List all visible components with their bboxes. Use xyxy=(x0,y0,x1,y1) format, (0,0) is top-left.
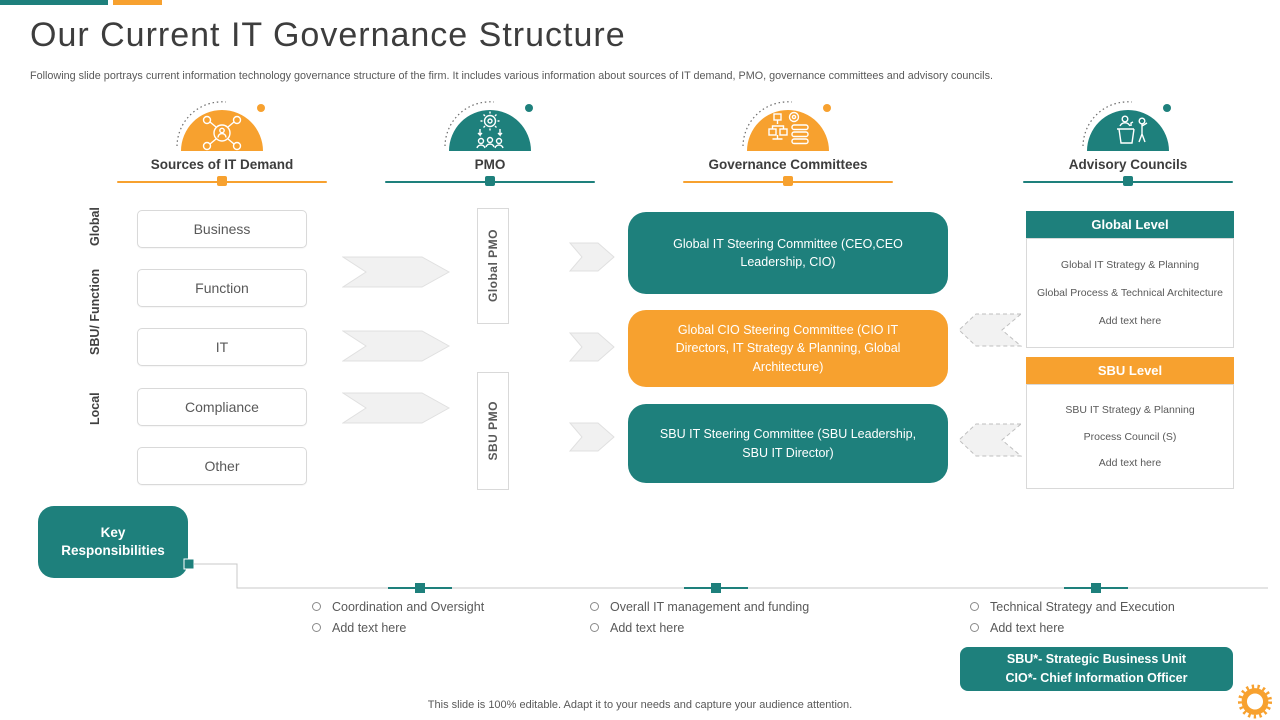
accent-bar-orange xyxy=(113,0,162,5)
key-responsibilities-box[interactable]: Key Responsibilities xyxy=(38,506,188,578)
advisory-body-global: Global IT Strategy & Planning Global Pro… xyxy=(1026,238,1234,348)
row-label-local: Local xyxy=(88,392,102,426)
pmo-box-global[interactable]: Global PMO xyxy=(477,208,509,324)
bullet-icon xyxy=(590,602,599,611)
left-arrow-dashed xyxy=(958,313,1022,347)
list-item-placeholder[interactable]: Add text here xyxy=(990,620,1065,635)
advisory-body-sbu: SBU IT Strategy & Planning Process Counc… xyxy=(1026,384,1234,489)
responsibility-list-1: Coordination and Oversight Add text here xyxy=(312,598,484,636)
list-item: Coordination and Oversight xyxy=(312,598,484,615)
header-underline-marker xyxy=(783,176,793,186)
responsibility-list-3: Technical Strategy and Execution Add tex… xyxy=(970,598,1175,636)
gear-icon xyxy=(1237,684,1273,719)
header-underline-marker xyxy=(1123,176,1133,186)
advisory-item: SBU IT Strategy & Planning xyxy=(1065,403,1195,416)
demand-box-label: Compliance xyxy=(185,399,259,415)
column-header-sources: Sources of IT Demand xyxy=(150,157,294,172)
advisory-item-placeholder[interactable]: Add text here xyxy=(1098,457,1162,470)
gear-people-icon xyxy=(444,101,533,151)
column-header-governance: Governance Committees xyxy=(708,157,868,172)
list-item-text: Coordination and Oversight xyxy=(332,599,485,614)
list-item: Add text here xyxy=(312,619,484,636)
key-responsibilities-label: Key Responsibilities xyxy=(61,524,165,558)
bullet-icon xyxy=(312,602,321,611)
demand-box-label: Other xyxy=(204,458,240,474)
advisory-item: Process Council (S) xyxy=(1083,430,1177,443)
pmo-box-sbu[interactable]: SBU PMO xyxy=(477,372,509,490)
footnote-line: CIO*- Chief Information Officer xyxy=(1005,671,1188,685)
slide-subtitle: Following slide portrays current informa… xyxy=(30,70,993,82)
advisory-header-sbu: SBU Level xyxy=(1026,357,1234,384)
left-arrow-dashed xyxy=(958,423,1022,457)
network-icon xyxy=(176,101,265,151)
committee-text: SBU IT Steering Committee (SBU Leadershi… xyxy=(659,427,917,460)
header-underline-marker xyxy=(217,176,227,186)
right-arrow xyxy=(569,332,615,362)
committee-box-global-it[interactable]: Global IT Steering Committee (CEO,CEO Le… xyxy=(628,212,948,294)
demand-box-label: Function xyxy=(195,280,249,296)
column-header-pmo: PMO xyxy=(474,157,506,172)
pmo-box-label: Global PMO xyxy=(486,229,500,303)
right-arrow xyxy=(342,392,450,424)
committee-text: Global IT Steering Committee (CEO,CEO Le… xyxy=(673,236,903,269)
committee-box-sbu-it[interactable]: SBU IT Steering Committee (SBU Leadershi… xyxy=(628,404,948,483)
list-item-placeholder[interactable]: Add text here xyxy=(610,620,685,635)
row-label-sbu-function: SBU/ Function xyxy=(88,268,102,356)
demand-box-label: IT xyxy=(215,339,229,355)
footnote-line: SBU*- Strategic Business Unit xyxy=(1006,651,1187,666)
list-item: Add text here xyxy=(590,619,809,636)
list-item: Technical Strategy and Execution xyxy=(970,598,1175,615)
demand-box-function[interactable]: Function xyxy=(137,269,307,307)
accent-bar-teal xyxy=(0,0,108,5)
page-title: Our Current IT Governance Structure xyxy=(30,16,626,54)
list-item: Overall IT management and funding xyxy=(590,598,809,615)
demand-box-compliance[interactable]: Compliance xyxy=(137,388,307,426)
advisory-item-placeholder[interactable]: Add text here xyxy=(1098,315,1162,327)
podium-speaker-icon xyxy=(1082,101,1171,151)
committee-box-global-cio[interactable]: Global CIO Steering Committee (CIO IT Di… xyxy=(628,310,948,387)
slide-footer: This slide is 100% editable. Adapt it to… xyxy=(427,699,853,711)
flowchart-database-icon xyxy=(742,101,831,151)
list-item-text: Overall IT management and funding xyxy=(610,599,810,614)
column-header-advisory: Advisory Councils xyxy=(1068,157,1188,172)
pmo-box-label: SBU PMO xyxy=(486,401,500,461)
list-item-text: Technical Strategy and Execution xyxy=(990,599,1175,614)
advisory-item: Global Process & Technical Architecture xyxy=(1037,287,1223,299)
list-item-placeholder[interactable]: Add text here xyxy=(332,620,407,635)
right-arrow xyxy=(342,330,450,362)
responsibility-list-2: Overall IT management and funding Add te… xyxy=(590,598,809,636)
bullet-icon xyxy=(970,623,979,632)
demand-box-label: Business xyxy=(193,221,251,237)
bullet-icon xyxy=(970,602,979,611)
demand-box-it[interactable]: IT xyxy=(137,328,307,366)
committee-text: Global CIO Steering Committee (CIO IT Di… xyxy=(675,323,901,374)
advisory-item: Global IT Strategy & Planning xyxy=(1060,259,1200,271)
row-label-global: Global xyxy=(88,207,102,247)
right-arrow xyxy=(342,256,450,288)
list-item: Add text here xyxy=(970,619,1175,636)
right-arrow xyxy=(569,422,615,452)
header-underline-marker xyxy=(485,176,495,186)
bullet-icon xyxy=(590,623,599,632)
bullet-icon xyxy=(312,623,321,632)
footnote-box: SBU*- Strategic Business Unit CIO*- Chie… xyxy=(960,647,1233,691)
advisory-header-global: Global Level xyxy=(1026,211,1234,238)
demand-box-business[interactable]: Business xyxy=(137,210,307,248)
right-arrow xyxy=(569,242,615,272)
demand-box-other[interactable]: Other xyxy=(137,447,307,485)
